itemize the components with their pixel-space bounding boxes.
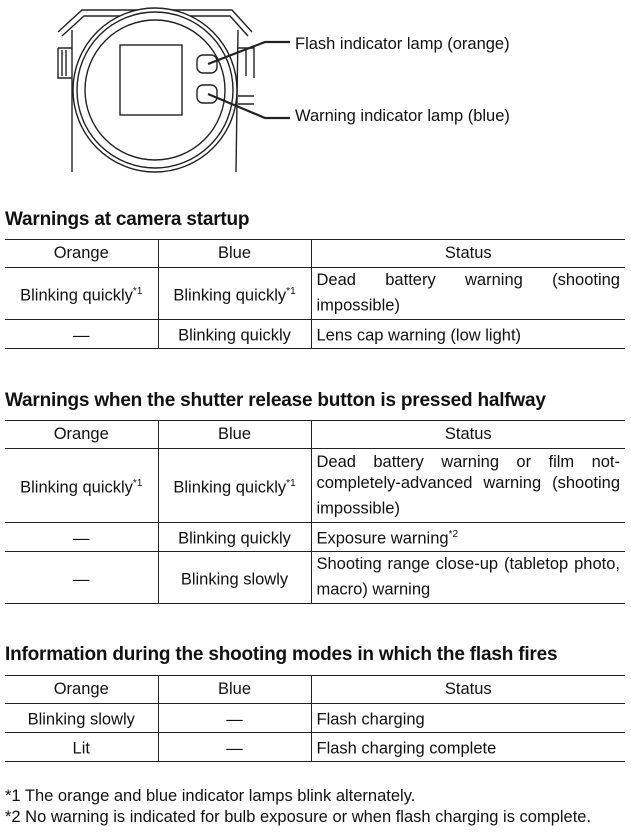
cell-blue: Blinking quickly*1 <box>157 267 312 320</box>
table-row: Lit—Flash charging complete <box>5 732 625 762</box>
flash-lamp <box>196 54 218 74</box>
cell-blue: Blinking quickly <box>157 319 312 349</box>
cell-orange: Lit <box>5 732 159 762</box>
cell-blue: Blinking quickly*1 <box>157 448 312 523</box>
cell-orange: Blinking quickly*1 <box>5 267 159 320</box>
section-title-startup: Warnings at camera startup <box>5 209 250 230</box>
header-status: Status <box>310 675 625 704</box>
cell-blue: — <box>157 703 312 733</box>
cell-blue: Blinking quickly <box>157 522 312 552</box>
cell-orange: Blinking slowly <box>5 703 159 733</box>
header-orange: Orange <box>5 420 159 449</box>
cell-blue: — <box>157 732 312 762</box>
table-row: Blinking slowly—Flash charging <box>5 703 625 733</box>
footnote-2: *2 No warning is indicated for bulb expo… <box>5 808 592 826</box>
footnote-1: *1 The orange and blue indicator lamps b… <box>5 787 416 805</box>
cell-status: Exposure warning*2 <box>310 522 625 552</box>
warning-lamp-label: Warning indicator lamp (blue) <box>295 107 510 125</box>
section-title-halfway: Warnings when the shutter release button… <box>5 390 546 411</box>
section-title-flash: Information during the shooting modes in… <box>5 644 558 665</box>
cell-status: Flash charging <box>310 703 625 733</box>
cell-status: Lens cap warning (low light) <box>310 319 625 349</box>
warning-lamp <box>196 84 218 104</box>
header-blue: Blue <box>157 420 312 449</box>
header-orange: Orange <box>5 239 159 268</box>
header-orange: Orange <box>5 675 159 704</box>
header-blue: Blue <box>157 239 312 268</box>
header-status: Status <box>310 420 625 449</box>
cell-orange: — <box>5 551 159 604</box>
camera-front-diagram <box>57 7 290 173</box>
flash-lamp-label: Flash indicator lamp (orange) <box>295 35 510 53</box>
cell-orange: Blinking quickly*1 <box>5 448 159 523</box>
cell-status: Flash charging complete <box>310 732 625 762</box>
cell-status: Shooting range close-up (tabletop photo,… <box>310 551 625 604</box>
cell-blue: Blinking slowly <box>157 551 312 604</box>
header-blue: Blue <box>157 675 312 704</box>
cell-orange: — <box>5 319 159 349</box>
cell-orange: — <box>5 522 159 552</box>
cell-status: Dead battery warning or film not-complet… <box>310 448 625 523</box>
header-status: Status <box>310 239 625 268</box>
cell-status: Dead battery warning (shooting impossibl… <box>310 267 625 320</box>
